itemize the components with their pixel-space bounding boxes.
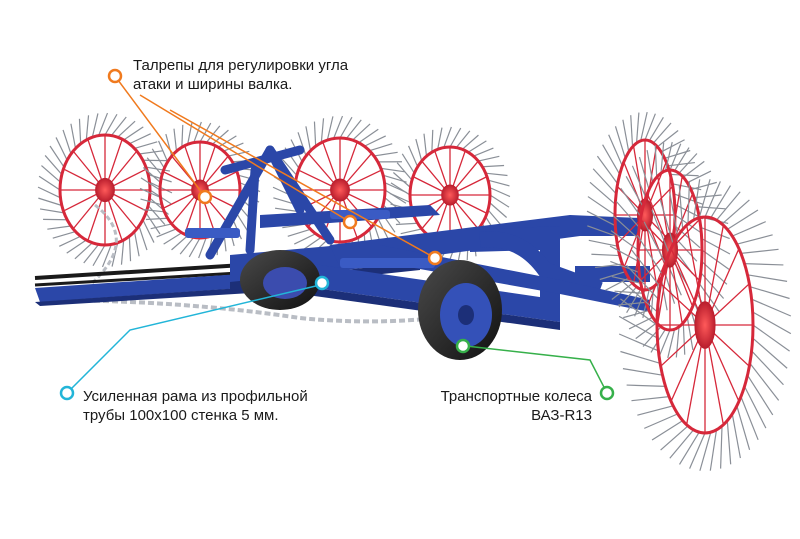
rake-wheel-group-right — [586, 111, 792, 471]
rake-wheel-7 — [618, 179, 792, 471]
marker-wheels-end — [455, 338, 471, 354]
marker-turnbuckle-3 — [427, 250, 443, 266]
marker-turnbuckle-2 — [342, 214, 358, 230]
leader-wheels — [465, 345, 608, 394]
callout-leaders — [66, 75, 608, 394]
leader-frame — [66, 284, 321, 394]
marker-wheels-start — [599, 385, 615, 401]
rake-wheel-5 — [586, 111, 704, 319]
callout-turnbuckles-text: Талрепы для регулировки угла атаки и шир… — [133, 57, 349, 93]
marker-turnbuckle-1 — [197, 189, 213, 205]
marker-turnbuckles-start — [107, 68, 123, 84]
transport-wheel-right — [418, 260, 502, 360]
leader-turnbuckles-2 — [139, 94, 351, 223]
rake-wheel-1 — [37, 112, 173, 268]
leader-turnbuckles-3 — [169, 109, 436, 259]
callout-markers — [59, 68, 615, 401]
turnbuckles — [185, 210, 435, 268]
callout-frame-text: Усиленная рама из профильной трубы 100х1… — [83, 388, 308, 424]
marker-frame-start — [59, 385, 75, 401]
marker-frame-end — [314, 275, 330, 291]
leader-turnbuckles — [114, 75, 206, 198]
callout-wheels-text: Транспортные колеса ВАЗ-R13 — [440, 388, 592, 424]
